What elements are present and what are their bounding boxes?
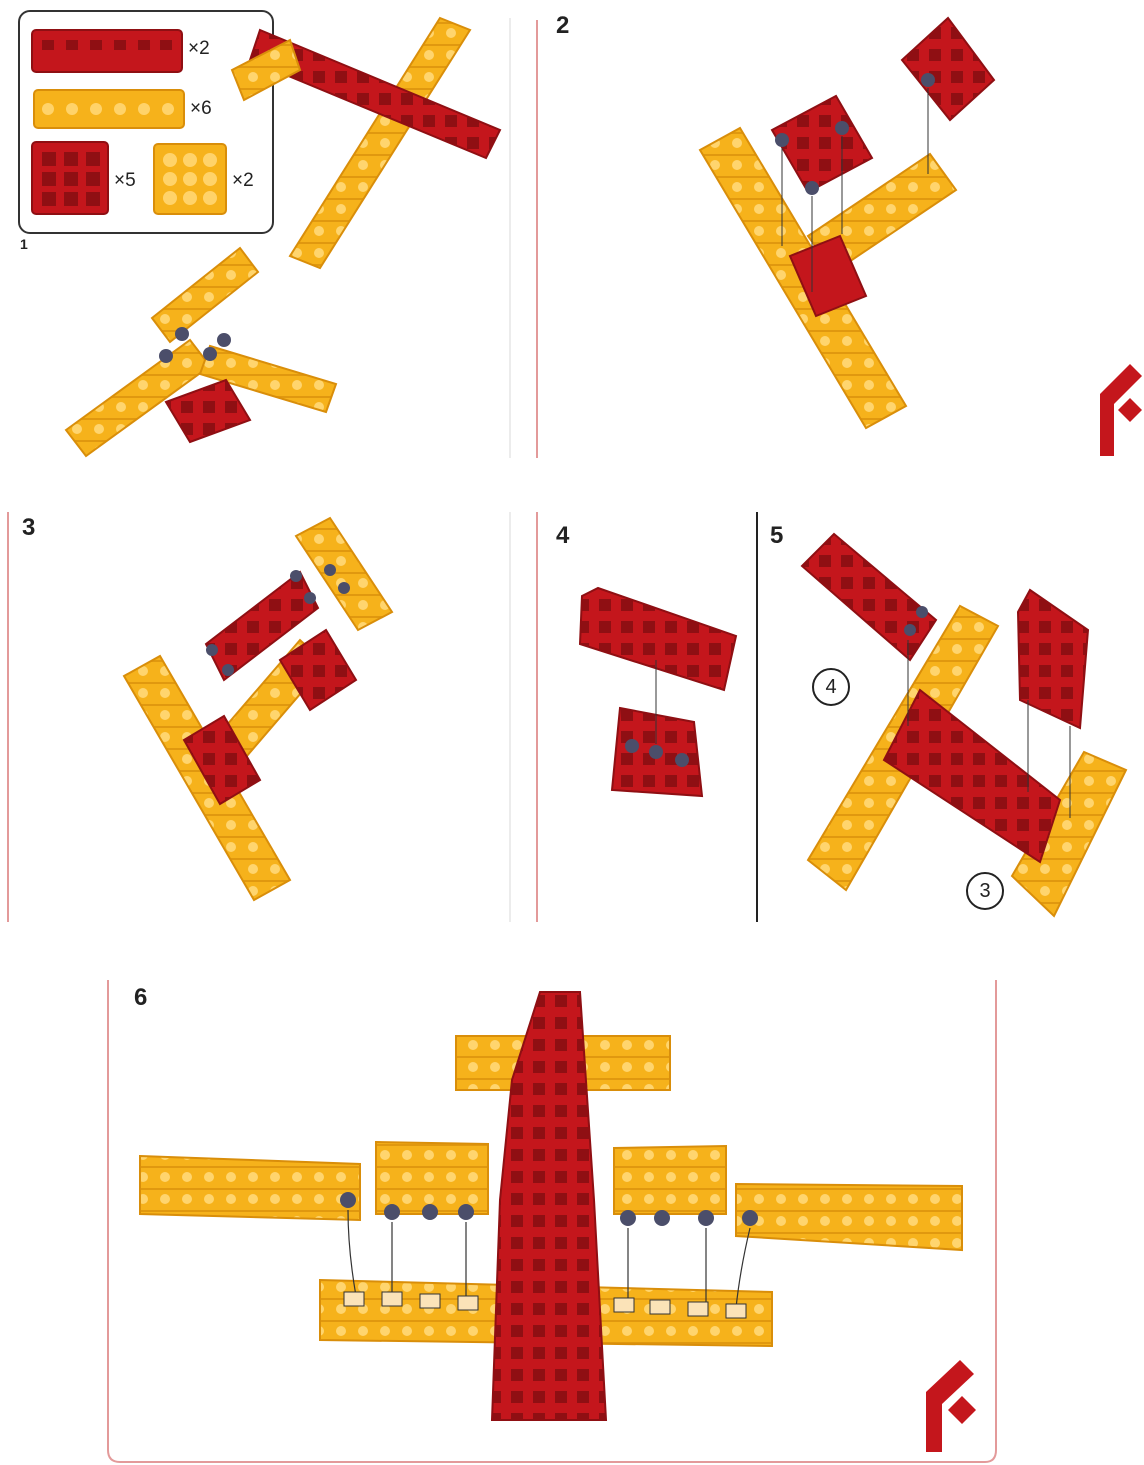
step5-assembly [802, 534, 1126, 916]
step6-assembly [140, 992, 962, 1420]
step3-assembly [124, 518, 392, 900]
step2-assembly [700, 18, 994, 428]
step4-assembly [580, 588, 736, 796]
step1-parts [66, 248, 336, 456]
step1-finished-plane [232, 18, 500, 268]
brand-logo-icon [1100, 364, 1142, 456]
brand-logo-icon [926, 1360, 978, 1452]
